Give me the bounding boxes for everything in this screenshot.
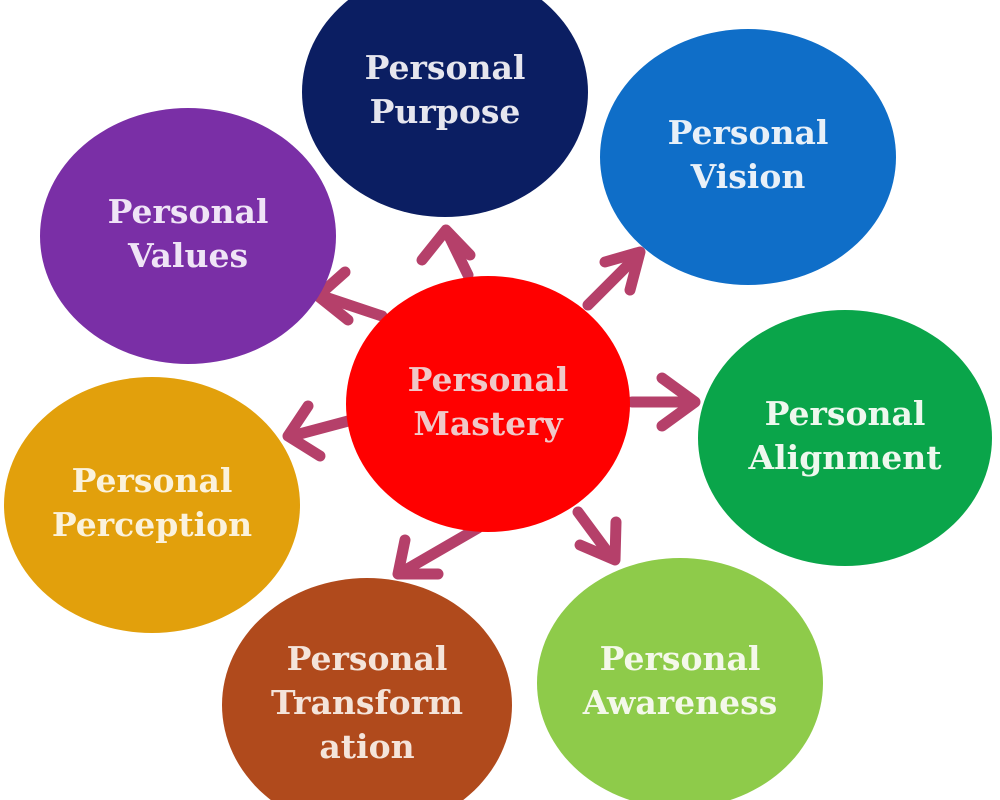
label-line: Personal — [668, 113, 829, 152]
arrow-to-awareness — [572, 506, 622, 566]
label-line: Alignment — [748, 438, 943, 477]
node-circle — [4, 377, 300, 633]
label-line: Transform — [271, 683, 463, 722]
label-line: Vision — [690, 157, 806, 196]
node-circle — [222, 578, 512, 800]
label-line: Personal — [287, 639, 448, 678]
arrow-to-perception — [282, 400, 358, 462]
label-line: Awareness — [582, 683, 778, 722]
node-circle — [40, 108, 336, 364]
label-line: Values — [127, 236, 248, 275]
arrow-to-transformation — [392, 522, 484, 580]
label-line: Personal — [600, 639, 761, 678]
label-line: Personal — [108, 192, 269, 231]
node-circle — [537, 558, 823, 800]
label-line: Perception — [52, 505, 252, 544]
arrow-to-values — [312, 266, 388, 326]
label-line: Personal — [765, 394, 926, 433]
label-line: ation — [319, 727, 414, 766]
node-circle — [698, 310, 992, 566]
arrow-to-vision — [582, 246, 646, 311]
arrow-to-purpose — [416, 224, 476, 281]
arrow-to-alignment — [626, 372, 701, 432]
node-circle — [302, 0, 588, 217]
label-line: Mastery — [413, 404, 563, 443]
center-circle — [346, 276, 630, 532]
label-line: Personal — [408, 360, 569, 399]
label-line: Personal — [365, 48, 526, 87]
label-line: Personal — [72, 461, 233, 500]
node-circle — [600, 29, 896, 285]
label-line: Purpose — [370, 92, 521, 131]
